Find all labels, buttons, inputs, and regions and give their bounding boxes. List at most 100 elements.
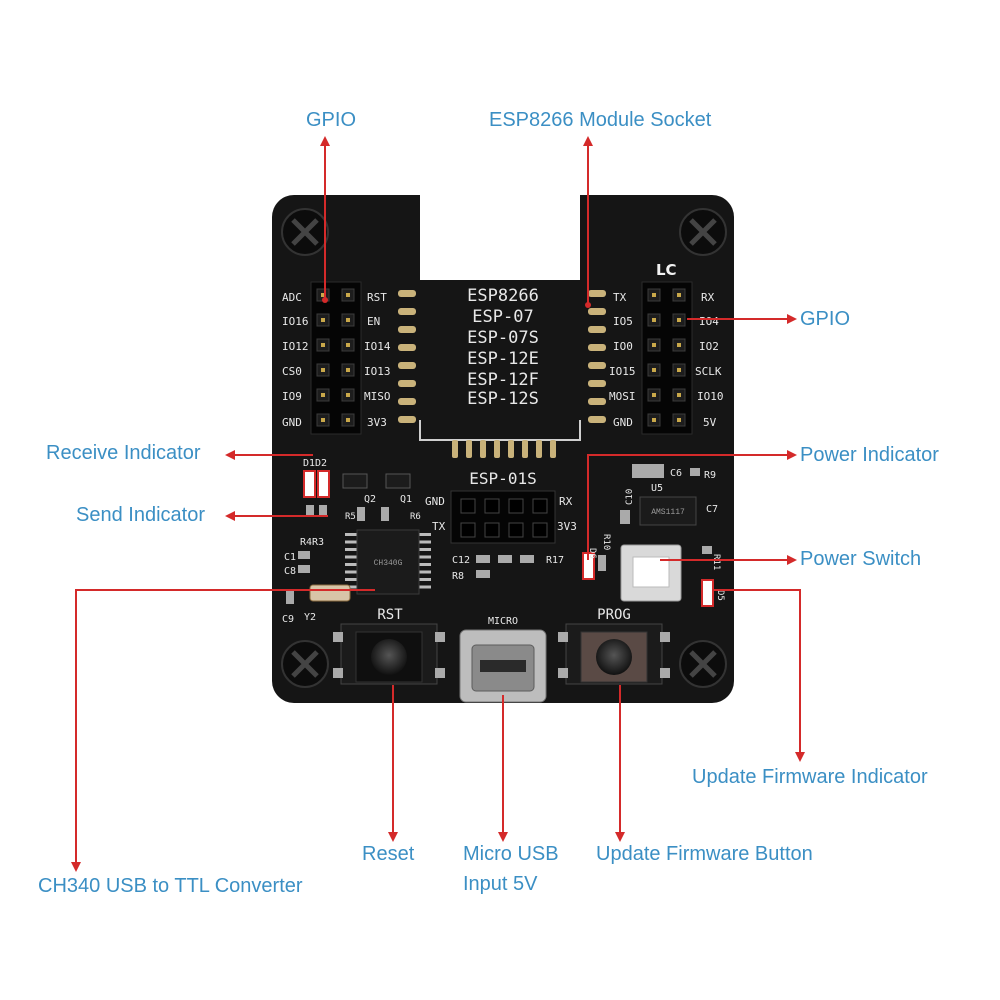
left-gpio-header — [310, 281, 362, 435]
socket-contact-left — [398, 326, 416, 333]
socket-contact-right — [588, 344, 606, 351]
pin-label-io4: IO4 — [699, 315, 719, 328]
arrow-power-indicator — [587, 450, 797, 560]
label-d6: D6 — [587, 548, 597, 559]
ch340-chip: CH340G — [345, 529, 431, 595]
label-d5: D5 — [715, 590, 725, 601]
power-switch — [620, 544, 682, 602]
chip-pin — [419, 563, 431, 566]
chip-pin — [419, 585, 431, 589]
pin-label-adc: ADC — [282, 291, 302, 304]
socket-contact-left — [398, 290, 416, 297]
label-c1: C1 — [284, 552, 296, 563]
socket-contact-left — [398, 362, 416, 369]
pin-label-io12: IO12 — [282, 340, 309, 353]
esp01-contact — [452, 440, 458, 458]
socket-contact-left — [398, 416, 416, 423]
callout-micro-usb-line1: Micro USB — [463, 843, 559, 865]
pin-label-io2: IO2 — [699, 340, 719, 353]
esp01-pin-3v3: 3V3 — [557, 520, 577, 533]
rst-button-label: RST — [377, 607, 403, 623]
board-logo: LC — [656, 261, 677, 279]
passive-components-center: C12 R8 R17 — [452, 555, 564, 582]
callout-power-switch: Power Switch — [800, 548, 922, 570]
label-y2: Y2 — [304, 612, 316, 623]
label-q1: Q1 — [400, 494, 412, 505]
module-name-esp12e: ESP-12E — [467, 349, 539, 369]
socket-contact-right — [588, 362, 606, 369]
socket-outline — [419, 420, 581, 441]
esp01s-label: ESP-01S — [469, 469, 536, 488]
chip-pin — [345, 570, 357, 574]
esp01-contact — [480, 440, 486, 458]
pin-label-io16: IO16 — [282, 315, 309, 328]
label-r10: R10 — [601, 534, 611, 550]
pin-label-sclk: SCLK — [695, 365, 722, 378]
callout-micro-usb-line2: Input 5V — [463, 873, 538, 895]
chip-pin — [419, 540, 431, 544]
socket-contact-right — [588, 398, 606, 405]
label-r9: R9 — [704, 470, 716, 481]
callout-update-fw-indicator: Update Firmware Indicator — [692, 766, 928, 788]
socket-contact-left — [398, 344, 416, 351]
socket-contact-right — [588, 380, 606, 387]
module-name-esp8266: ESP8266 — [467, 286, 539, 306]
callout-send-indicator: Send Indicator — [76, 504, 205, 526]
chip-pin — [345, 548, 357, 551]
callout-module-socket: ESP8266 Module Socket — [489, 109, 712, 131]
esp01-hole — [484, 522, 500, 538]
esp01s-socket: ESP-01S GND RX TX 3V3 — [425, 440, 577, 544]
label-c9: C9 — [282, 614, 294, 625]
transistors: Q2 Q1 R5 R6 — [342, 473, 421, 522]
screw-icon — [281, 640, 329, 688]
pin-label-3v3: 3V3 — [367, 416, 387, 429]
socket-contact-right — [588, 308, 606, 315]
chip-pin — [345, 578, 357, 581]
module-name-esp12f: ESP-12F — [467, 370, 539, 390]
pin-label-rx: RX — [701, 291, 715, 304]
esp01-hole — [508, 522, 524, 538]
chip-pin — [345, 540, 357, 544]
callout-arrows — [71, 136, 805, 872]
label-c12: C12 — [452, 555, 470, 566]
chip-pin — [419, 548, 431, 551]
callout-power-indicator: Power Indicator — [800, 444, 939, 466]
label-r11: R11 — [711, 554, 721, 570]
esp01-pin-rx: RX — [559, 495, 573, 508]
label-r4r3: R4R3 — [300, 537, 324, 548]
label-r8: R8 — [452, 571, 464, 582]
pin-label-io15: IO15 — [609, 365, 636, 378]
esp01-hole — [532, 498, 548, 514]
esp01-contact — [494, 440, 500, 458]
pin-label-io14: IO14 — [364, 340, 391, 353]
callout-gpio-top: GPIO — [306, 109, 357, 131]
label-r6: R6 — [410, 512, 421, 522]
pin-label-rst: RST — [367, 291, 387, 304]
chip-pin — [345, 533, 357, 536]
label-u5: U5 — [651, 483, 663, 494]
micro-usb-connector: MICRO — [459, 616, 547, 703]
label-d1d2: D1D2 — [303, 458, 327, 469]
callout-ch340: CH340 USB to TTL Converter — [38, 875, 303, 897]
module-name-esp07: ESP-07 — [472, 307, 533, 327]
module-socket-contacts — [398, 290, 606, 423]
arrow-update-fw-indicator — [712, 589, 805, 762]
socket-contact-right — [588, 326, 606, 333]
micro-usb-label: MICRO — [488, 616, 518, 627]
pin-label-mosi: MOSI — [609, 390, 636, 403]
arrow-ch340 — [71, 589, 375, 872]
esp01-hole — [484, 498, 500, 514]
esp01-contact — [508, 440, 514, 458]
esp01-contact — [550, 440, 556, 458]
module-name-esp07s: ESP-07S — [467, 328, 539, 348]
chip-pin — [345, 563, 357, 566]
pin-label-io0: IO0 — [613, 340, 633, 353]
esp01-pin-tx: TX — [432, 520, 446, 533]
svg-text:CH340G: CH340G — [374, 559, 403, 568]
callout-reset: Reset — [362, 843, 415, 865]
esp01-contact — [522, 440, 528, 458]
chip-pin — [419, 578, 431, 581]
pin-label-gnd-right: GND — [613, 416, 633, 429]
right-gpio-header — [641, 281, 693, 435]
